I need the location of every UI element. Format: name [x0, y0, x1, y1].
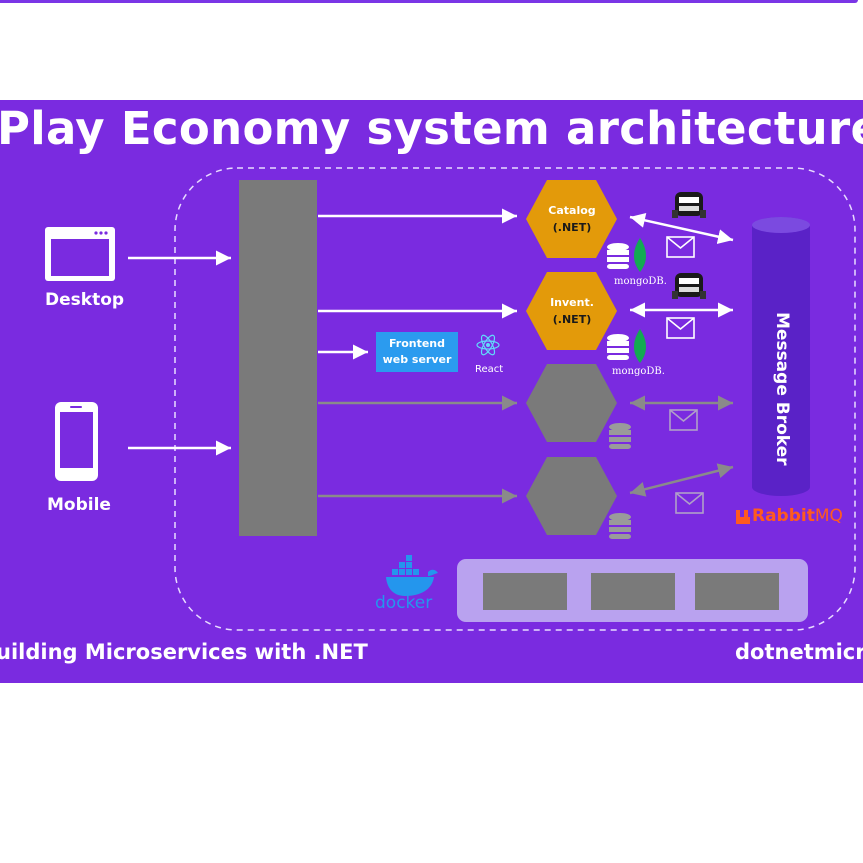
slide-title: Play Economy system architecture: [0, 102, 863, 155]
catalog-service-platform: (.NET): [552, 221, 592, 234]
mongodb-leaf-icon: [634, 329, 646, 363]
inventory-service-name: Invent.: [550, 296, 594, 309]
robot-icon: [672, 192, 706, 218]
footer-website: dotnetmicr: [735, 640, 863, 664]
rabbitmq-label-prefix: Rabbit: [752, 506, 815, 526]
docker-label: docker: [375, 593, 433, 613]
envelope-icon: [669, 409, 698, 431]
docker-container-box: [695, 573, 779, 610]
mongodb-leaf-icon: [634, 238, 646, 272]
catalog-broker-arrow: [629, 212, 734, 245]
rabbitmq-label: RabbitMQ: [752, 506, 843, 526]
database-icon: [609, 423, 631, 449]
database-icon: [609, 513, 631, 539]
desktop-icon: [45, 227, 115, 281]
docker-container-box: [483, 573, 567, 610]
frontend-label-line2: web server: [382, 353, 452, 366]
service3-hexagon: [526, 364, 617, 442]
docker-hosting-panel: [457, 559, 808, 622]
mongodb-label: mongoDB.: [612, 366, 665, 377]
catalog-service-hexagon: [526, 180, 617, 258]
mobile-label: Mobile: [47, 495, 111, 515]
envelope-icon: [675, 492, 704, 514]
api-gateway-block: [239, 180, 317, 536]
message-broker-label: Message Broker: [772, 312, 792, 466]
database-icon: [607, 243, 629, 269]
footer-course-title: uilding Microservices with .NET: [0, 640, 368, 664]
architecture-slide: Play Economy system architecture: [0, 100, 863, 683]
inventory-service-hexagon: [526, 272, 617, 350]
service4-broker-arrow: [629, 463, 734, 497]
rabbitmq-icon: [736, 510, 750, 524]
catalog-service-name: Catalog: [548, 204, 596, 217]
diagram-canvas: [45, 167, 856, 631]
rabbitmq-label-suffix: MQ: [814, 506, 843, 526]
mobile-icon: [55, 402, 98, 481]
message-broker-cylinder: [752, 217, 810, 496]
frontend-web-server-box: Frontend web server: [376, 332, 458, 372]
envelope-icon: [666, 317, 695, 339]
database-icon: [607, 334, 629, 360]
envelope-icon: [666, 236, 695, 258]
system-boundary: [174, 167, 856, 631]
frontend-label-line1: Frontend: [388, 337, 446, 350]
react-logo-icon: [476, 334, 500, 356]
inventory-service-label: Invent. (.NET): [537, 294, 607, 328]
docker-whale-icon: [386, 555, 438, 596]
service4-hexagon: [526, 457, 617, 535]
mongodb-label: mongoDB.: [614, 276, 667, 287]
top-accent-bar: [0, 0, 858, 3]
catalog-service-label: Catalog (.NET): [537, 202, 607, 236]
robot-icon: [672, 273, 706, 299]
react-label: React: [475, 364, 504, 375]
message-broker-cylinder-top: [752, 217, 810, 233]
docker-container-box: [591, 573, 675, 610]
inventory-service-platform: (.NET): [552, 313, 592, 326]
desktop-label: Desktop: [45, 290, 125, 310]
